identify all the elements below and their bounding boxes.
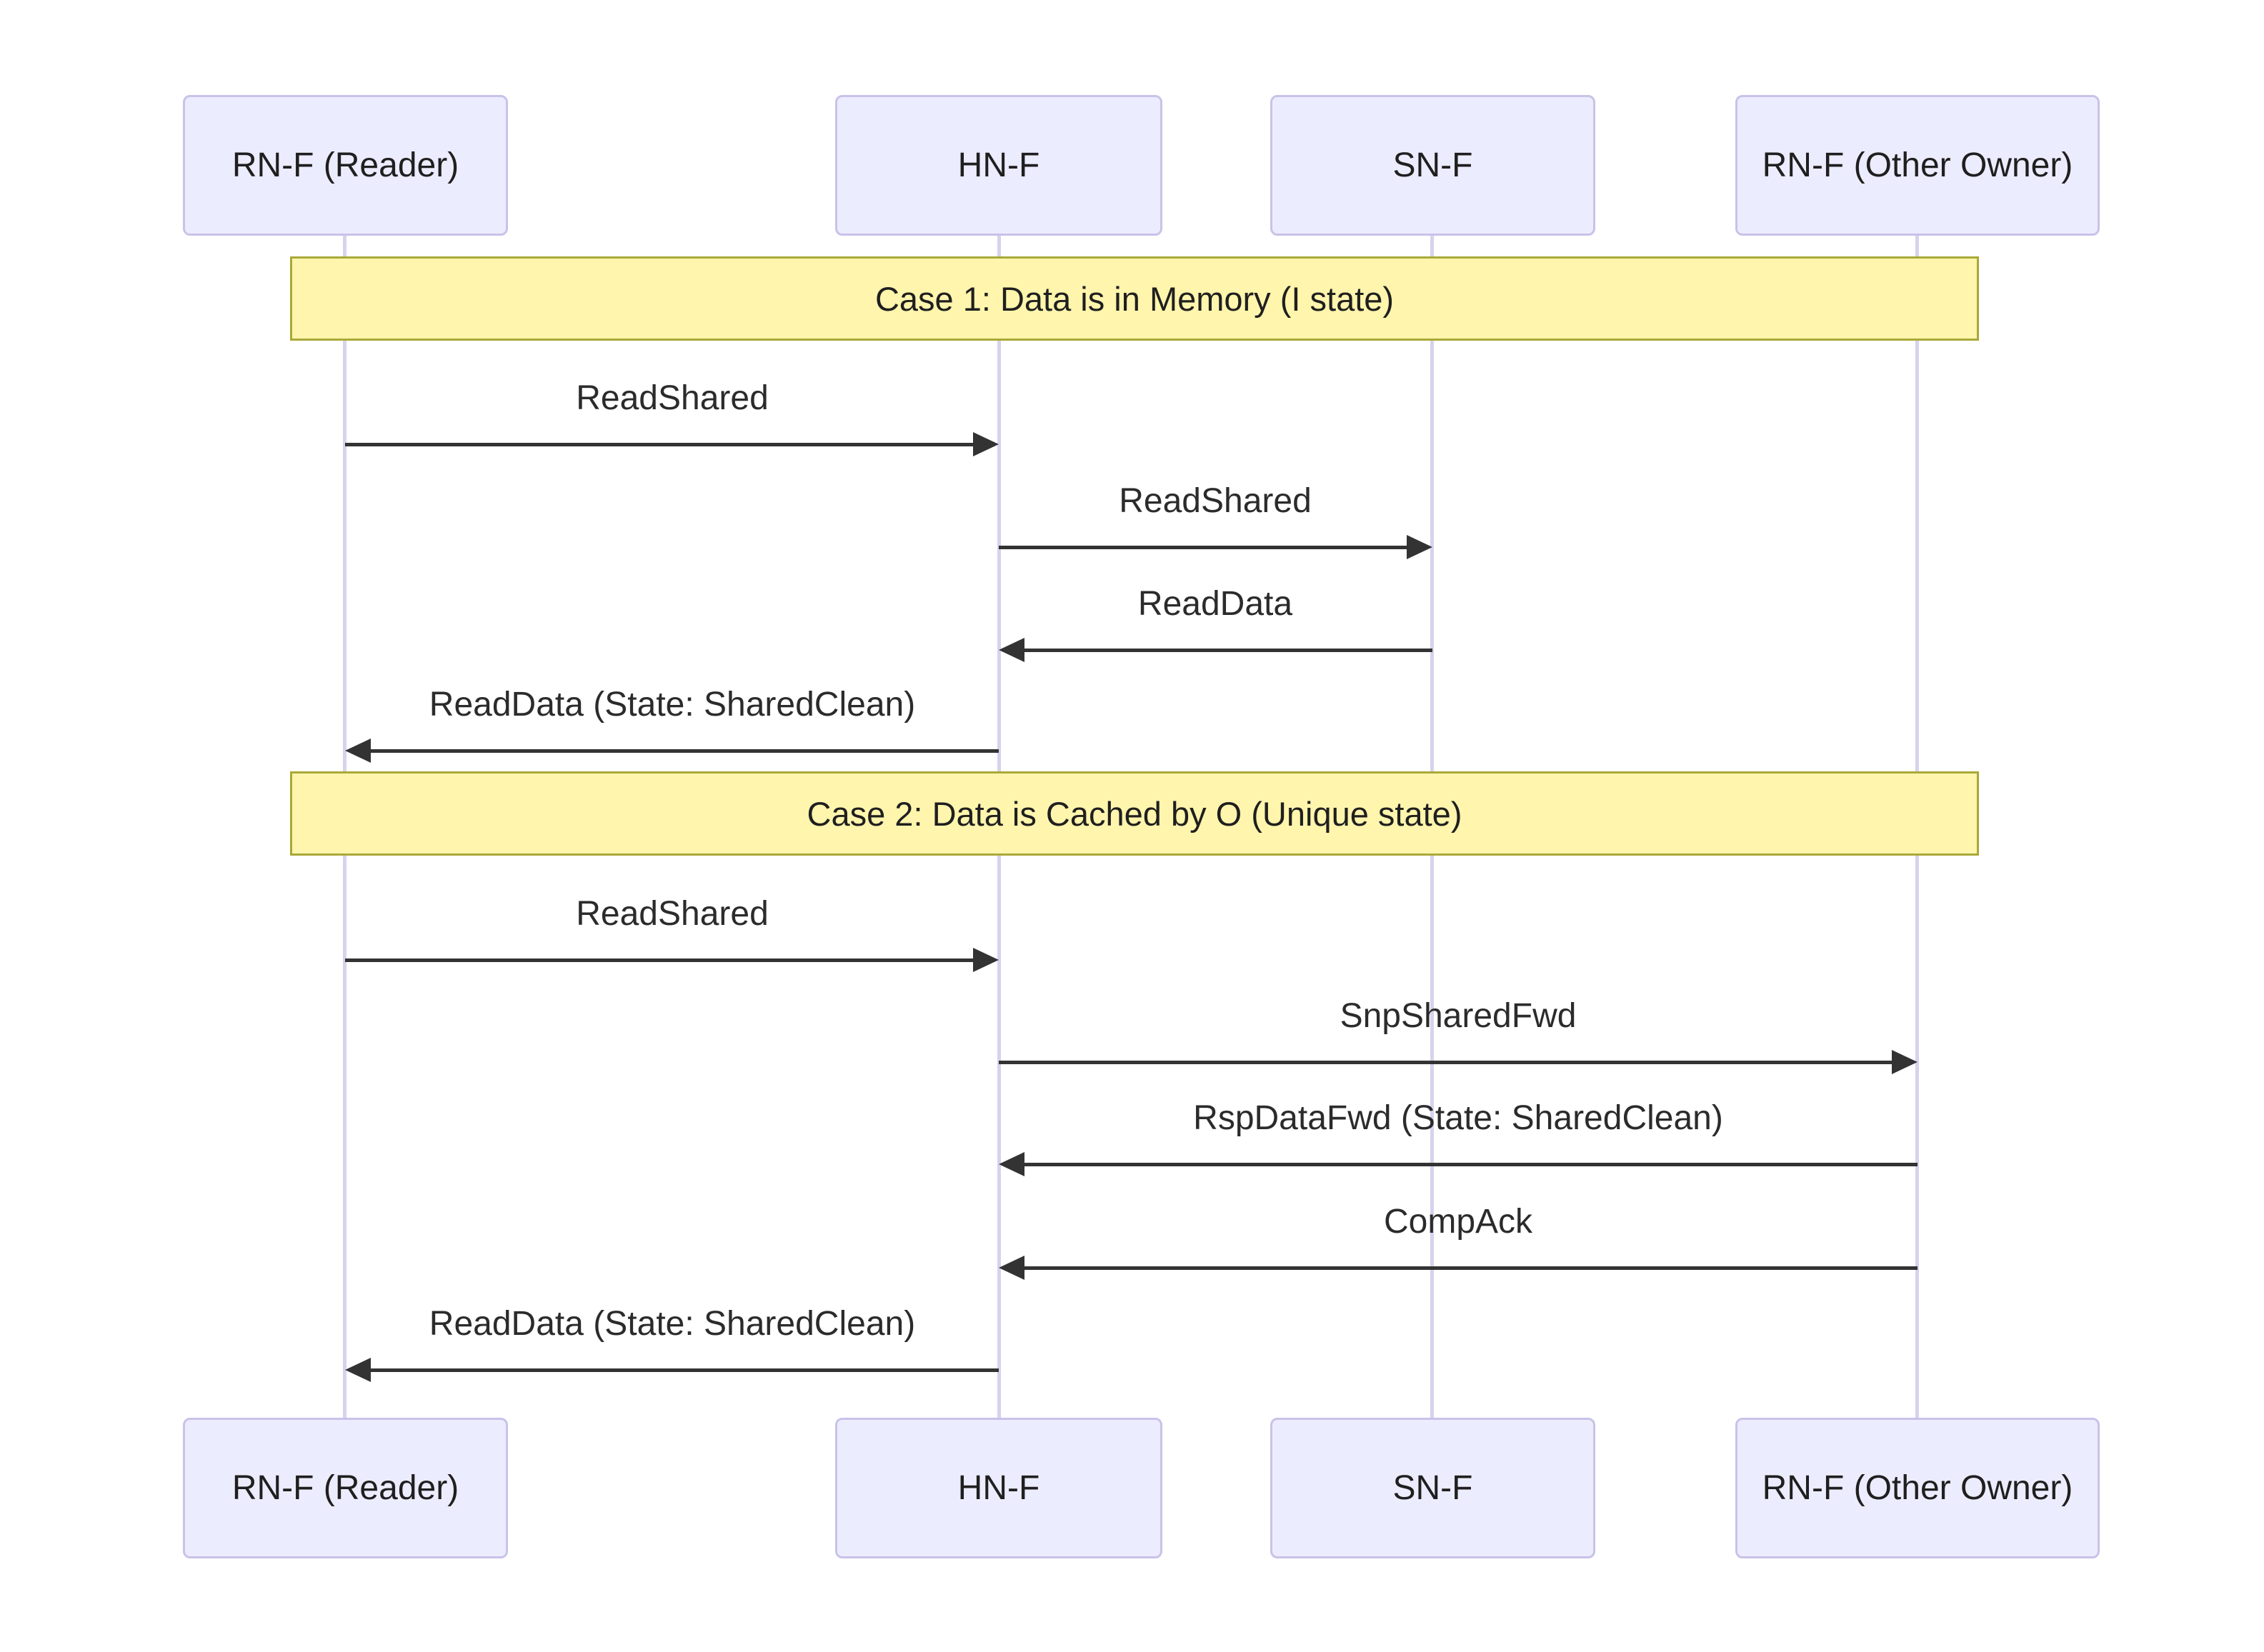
participant-label: RN-F (Other Owner): [1762, 146, 2073, 184]
message-label: RspDataFwd (State: SharedClean): [1193, 1099, 1723, 1137]
participant-top-rnf-reader: RN-F (Reader): [183, 95, 508, 236]
message-label: SnpSharedFwd: [1340, 997, 1577, 1035]
arrowhead-left-icon: [345, 739, 371, 763]
arrowhead-left-icon: [345, 1358, 371, 1382]
arrowhead-left-icon: [999, 1256, 1024, 1280]
participant-label: HN-F: [957, 146, 1040, 184]
message-label: ReadShared: [576, 895, 769, 933]
arrow-line: [1024, 649, 1432, 652]
arrow-line: [999, 1061, 1892, 1064]
message-label: ReadShared: [576, 379, 769, 417]
note-case-1: Case 1: Data is in Memory (I state): [290, 256, 1979, 341]
participant-label: SN-F: [1392, 146, 1473, 184]
message-label: ReadShared: [1119, 482, 1312, 520]
participant-bottom-rnf-other-owner: RN-F (Other Owner): [1735, 1418, 2100, 1558]
arrowhead-right-icon: [1892, 1050, 1918, 1074]
arrow-line: [1024, 1163, 1918, 1166]
arrowhead-right-icon: [1407, 535, 1432, 559]
participant-top-rnf-other-owner: RN-F (Other Owner): [1735, 95, 2100, 236]
arrow-line: [1024, 1266, 1918, 1270]
arrow-line: [371, 1368, 999, 1372]
arrow-line: [345, 443, 973, 446]
arrowhead-right-icon: [973, 948, 999, 972]
message-label: CompAck: [1383, 1203, 1533, 1241]
participant-bottom-snf: SN-F: [1270, 1418, 1595, 1558]
participant-top-hnf: HN-F: [835, 95, 1162, 236]
arrow-line: [345, 958, 973, 962]
participant-label: RN-F (Reader): [231, 146, 459, 184]
arrowhead-right-icon: [973, 432, 999, 456]
participant-bottom-hnf: HN-F: [835, 1418, 1162, 1558]
participant-label: RN-F (Reader): [231, 1469, 459, 1507]
participant-label: RN-F (Other Owner): [1762, 1469, 2073, 1507]
participant-label: HN-F: [957, 1469, 1040, 1507]
participant-label: SN-F: [1392, 1469, 1473, 1507]
arrowhead-left-icon: [999, 1152, 1024, 1176]
arrow-line: [999, 546, 1407, 549]
note-case-1-label: Case 1: Data is in Memory (I state): [874, 279, 1395, 318]
note-case-2-label: Case 2: Data is Cached by O (Unique stat…: [807, 794, 1462, 833]
message-label: ReadData (State: SharedClean): [429, 1305, 916, 1343]
message-label: ReadData: [1137, 585, 1293, 623]
participant-top-snf: SN-F: [1270, 95, 1595, 236]
note-case-2: Case 2: Data is Cached by O (Unique stat…: [290, 771, 1979, 856]
arrowhead-left-icon: [999, 638, 1024, 662]
participant-bottom-rnf-reader: RN-F (Reader): [183, 1418, 508, 1558]
arrow-line: [371, 749, 999, 753]
message-label: ReadData (State: SharedClean): [429, 686, 916, 724]
